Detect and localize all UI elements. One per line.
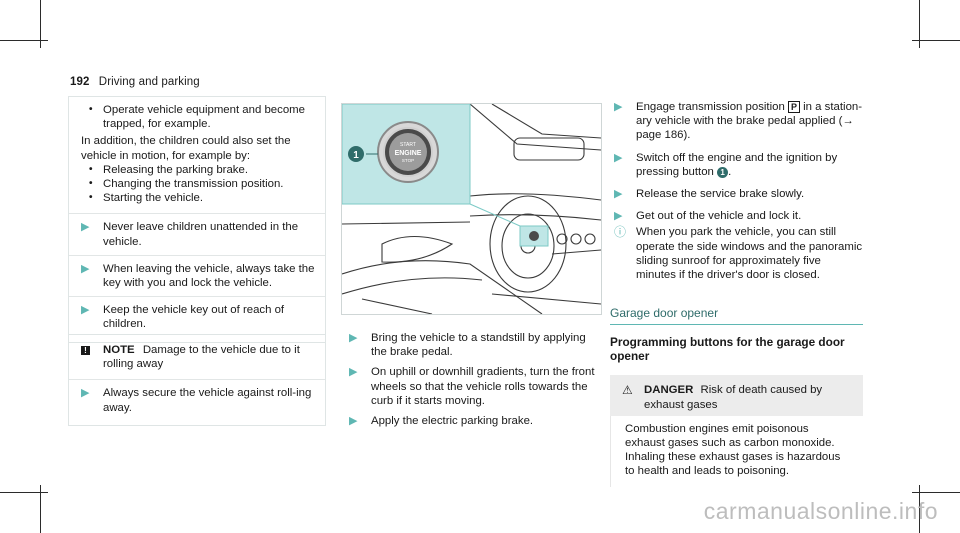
list-item: • Operate vehicle equipment and become t… — [89, 104, 305, 131]
step-arrow-icon: ▶ — [614, 188, 623, 201]
bullet-icon: • — [89, 192, 93, 204]
right-column: ▶ Engage transmission position P in a st… — [608, 96, 863, 487]
danger-header: ⚠ DANGER Risk of death caused by exhaust… — [610, 375, 863, 415]
step-row: ▶ On uphill or downhill gradients, turn … — [349, 366, 595, 407]
bullet-icon: • — [89, 178, 93, 190]
warning-continued-box: • Operate vehicle equipment and become t… — [68, 96, 326, 343]
step-arrow-icon: ▶ — [349, 366, 358, 379]
danger-body: Combustion engines emit poisonous exhaus… — [610, 415, 863, 487]
page-header: 192 Driving and parking — [70, 76, 200, 88]
callout-badge: 1 — [353, 150, 359, 161]
cockpit-illustration: START ENGINE STOP 1 — [341, 103, 602, 315]
step-row: ▶ Get out of the vehicle and lock it. — [614, 210, 802, 223]
step-row: ▶ Apply the electric parking brake. — [349, 415, 534, 428]
step-arrow-icon: ▶ — [349, 415, 358, 428]
cockpit-drawing: START ENGINE STOP 1 — [342, 104, 601, 314]
engine-label: ENGINE — [395, 150, 422, 157]
crop-mark — [40, 485, 41, 533]
step-arrow-icon: ▶ — [614, 101, 623, 113]
bullet-icon: • — [89, 163, 93, 175]
step-arrow-icon: ▶ — [349, 332, 358, 344]
danger-label: DANGER — [644, 384, 694, 397]
steps-block: ▶ Bring the vehicle to a standstill by a… — [341, 325, 600, 428]
note-box: ! NOTE Damage to the vehicle due to it r… — [68, 334, 326, 426]
step-arrow-icon: ▶ — [614, 151, 623, 164]
section-title: Garage door opener — [610, 306, 719, 321]
crop-mark — [0, 492, 48, 493]
crop-mark — [919, 485, 920, 533]
page-number: 192 — [70, 76, 90, 88]
illustration-column: START ENGINE STOP 1 ▶ Bring the vehicle … — [341, 103, 602, 428]
note-label: NOTE — [103, 344, 135, 356]
warning-text-block: • Operate vehicle equipment and become t… — [69, 97, 325, 213]
crop-mark — [912, 40, 960, 41]
step-row: ▶ Never leave children unattended in the… — [69, 213, 325, 254]
subheading: Programming buttons for the garage door … — [610, 335, 845, 364]
step-arrow-icon: ▶ — [81, 262, 90, 275]
button-callout-badge: 1 — [717, 166, 729, 178]
note-header: ! NOTE Damage to the vehicle due to it r… — [69, 335, 325, 379]
section-rule — [610, 324, 863, 326]
danger-box: ⚠ DANGER Risk of death caused by exhaust… — [610, 375, 863, 487]
step-row: ▶ Engage transmission position P in a st… — [614, 101, 863, 142]
crop-mark — [912, 492, 960, 493]
tip-row: ⓘ When you park the vehicle, you can sti… — [614, 225, 863, 282]
list-item: • Starting the vehicle. — [89, 192, 204, 205]
crop-mark — [0, 40, 48, 41]
note-icon: ! — [81, 343, 103, 371]
step-arrow-icon: ▶ — [81, 221, 90, 234]
danger-title: Risk of death caused by exhaust gases — [644, 384, 823, 411]
info-icon: ⓘ — [614, 225, 627, 240]
watermark: carmanualsonline.info — [703, 498, 938, 524]
step-row: ▶ Bring the vehicle to a standstill by a… — [349, 332, 586, 359]
intro-text: In addition, the children could also set… — [81, 135, 291, 162]
step-arrow-icon: ▶ — [81, 304, 90, 317]
step-row: ▶ Always secure the vehicle against roll… — [69, 379, 325, 424]
step-arrow-icon: ▶ — [614, 210, 623, 223]
step-row: ▶ Release the service brake slowly. — [614, 188, 805, 201]
start-label: START — [400, 142, 416, 148]
garage-section: Garage door opener Programming buttons f… — [608, 306, 863, 487]
crop-mark — [40, 0, 41, 48]
list-item: • Changing the transmission position. — [89, 178, 284, 191]
step-row: ▶ Switch off the engine and the ignition… — [614, 151, 838, 178]
bullet-icon: • — [89, 104, 93, 115]
list-item: • Releasing the parking brake. — [89, 163, 249, 176]
stop-label: STOP — [402, 158, 414, 163]
step-row: ▶ Keep the vehicle key out of reach of c… — [69, 296, 325, 341]
warning-triangle-icon: ⚠ — [622, 383, 633, 398]
note-title: Damage to the vehicle due to it rolling … — [103, 344, 300, 371]
page-header-title: Driving and parking — [98, 76, 200, 88]
step-row: ▶ When leaving the vehicle, always take … — [69, 254, 325, 296]
park-position-glyph: P — [787, 101, 800, 113]
step-arrow-icon: ▶ — [81, 387, 90, 400]
crop-mark — [919, 0, 920, 48]
